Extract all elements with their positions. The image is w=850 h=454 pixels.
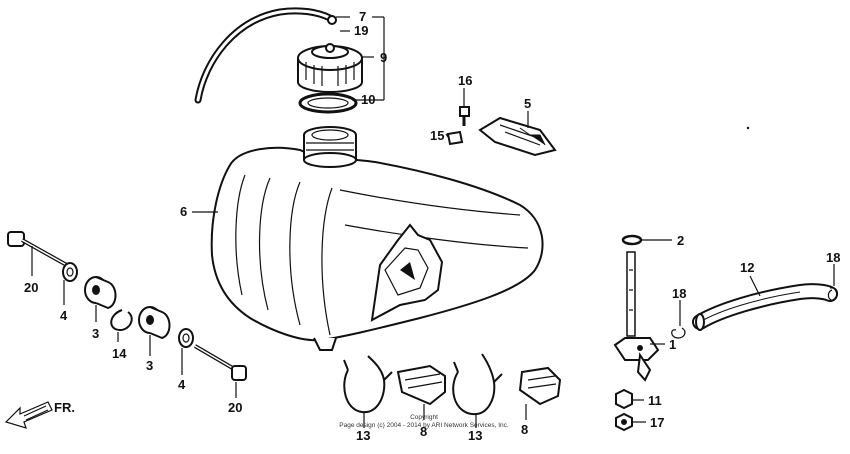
callout-13-left: 13 [356, 428, 370, 443]
fuel-tank [210, 126, 544, 351]
callout-9: 9 [380, 50, 387, 65]
callout-3-right: 3 [146, 358, 153, 373]
callout-2: 2 [677, 233, 684, 248]
valve-screw [615, 412, 633, 432]
callout-11: 11 [648, 393, 662, 408]
cushion-8-right [518, 366, 562, 406]
callout-6: 6 [180, 204, 187, 219]
front-label: FR. [54, 400, 75, 415]
tube-clip-right [827, 287, 839, 301]
collar-15 [446, 130, 464, 146]
callout-4-right: 4 [178, 377, 186, 392]
clip-14 [110, 309, 133, 332]
breather-hose [194, 7, 337, 104]
cap-gasket [298, 92, 358, 114]
copyright-title: Copyright [410, 414, 438, 421]
callout-18-left: 18 [672, 286, 686, 301]
cushion-8-left [396, 364, 446, 406]
tube-clip-left [671, 327, 686, 339]
band-13-left [343, 355, 393, 414]
callout-17: 17 [650, 415, 664, 430]
callout-20-left: 20 [24, 280, 38, 295]
callout-3-left: 3 [92, 326, 99, 341]
fuel-tube [692, 283, 838, 331]
washer-4-left [62, 262, 78, 282]
rubber-3-right [138, 306, 171, 340]
valve-o-ring [621, 234, 643, 246]
callout-10: 10 [361, 92, 375, 107]
callout-16: 16 [458, 73, 472, 88]
speck [746, 126, 750, 130]
copyright-notice: Page design (c) 2004 - 2014 by ARI Netwo… [339, 422, 509, 429]
callout-4-left: 4 [60, 308, 68, 323]
leader-lines [31, 16, 835, 428]
bolt-16 [459, 106, 470, 126]
callout-15: 15 [430, 128, 444, 143]
callout-20-right: 20 [228, 400, 242, 415]
callout-5: 5 [524, 96, 531, 111]
callout-1: 1 [669, 337, 676, 352]
front-arrow-icon [4, 401, 53, 429]
callout-8-left: 8 [420, 424, 427, 439]
bolt-20-left [7, 231, 73, 270]
valve-nut [615, 388, 633, 410]
fuel-cap [297, 43, 363, 93]
tank-bracket [478, 116, 557, 157]
washer-4-right [178, 328, 194, 348]
callout-12: 12 [740, 260, 754, 275]
bolt-20-right [193, 344, 247, 381]
rubber-3-left [84, 276, 117, 310]
callout-13-right: 13 [468, 428, 482, 443]
callout-7: 7 [359, 9, 366, 24]
callout-19: 19 [354, 23, 368, 38]
callout-18-right: 18 [826, 250, 840, 265]
callout-14: 14 [112, 346, 127, 361]
band-13-right [452, 353, 503, 416]
fuel-valve [613, 251, 660, 382]
callout-8-right: 8 [521, 422, 528, 437]
